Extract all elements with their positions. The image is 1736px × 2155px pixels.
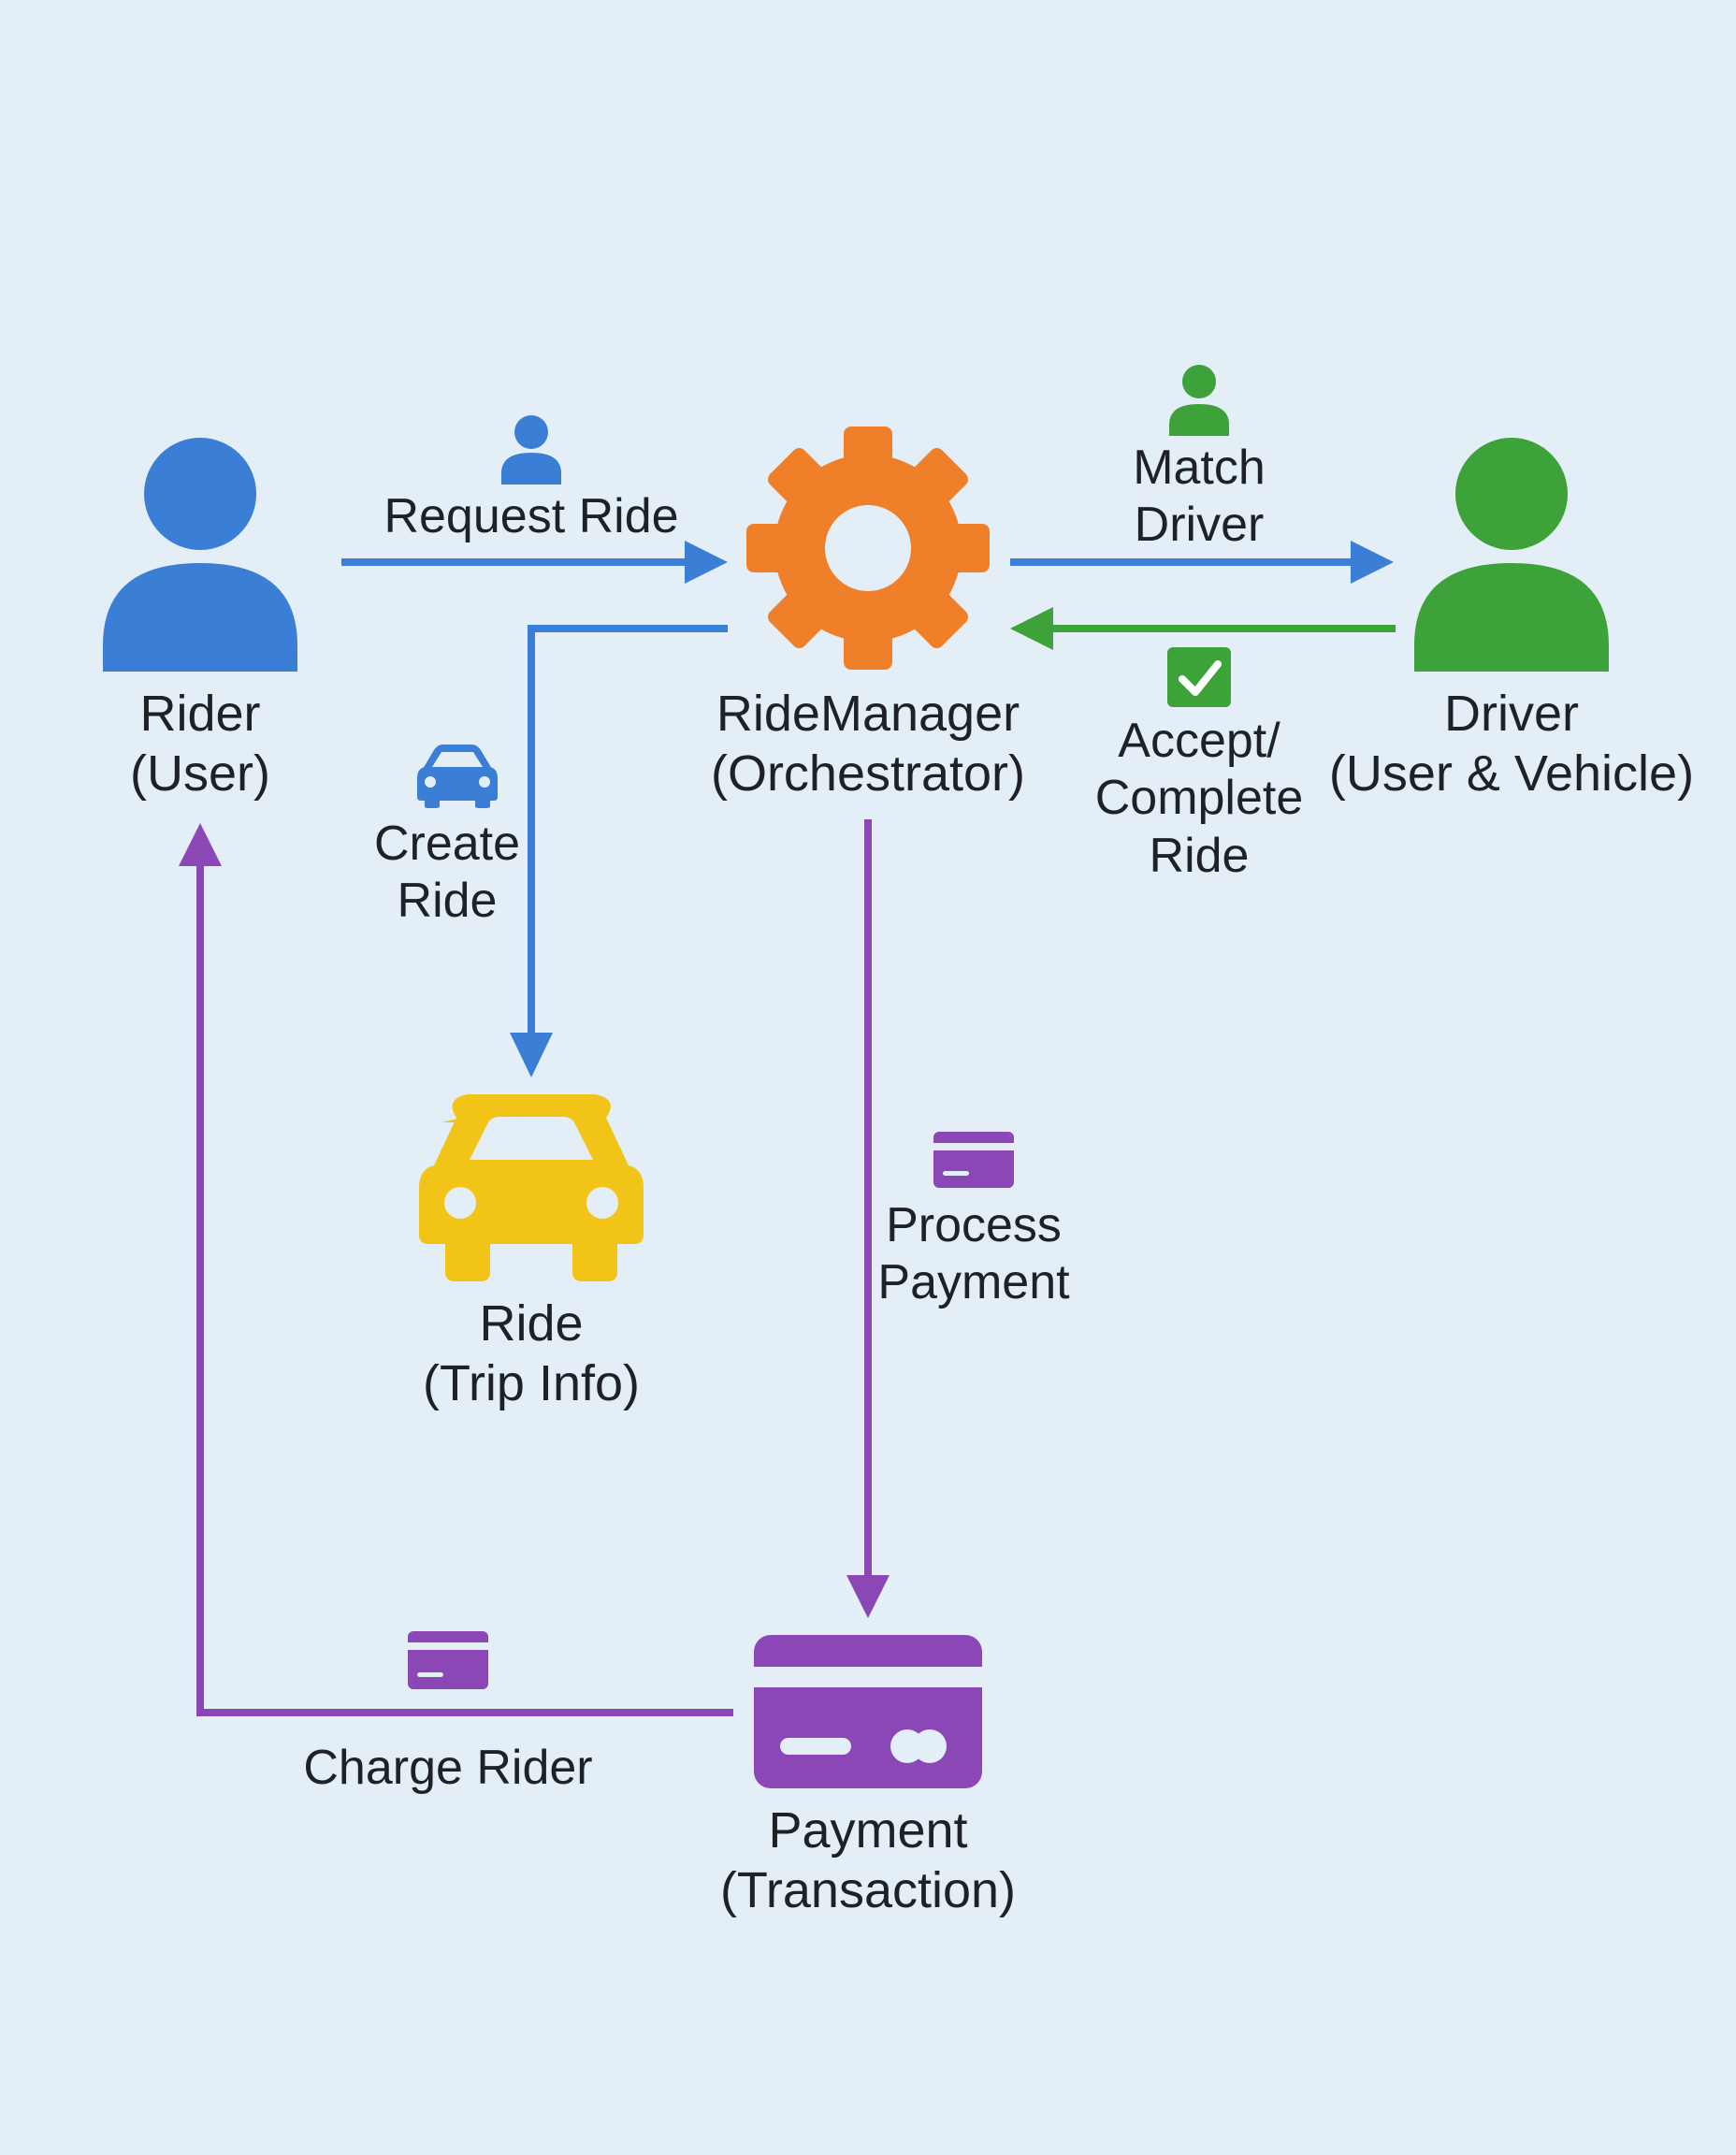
credit-card-icon: [754, 1635, 982, 1788]
edge-process-payment: [846, 819, 890, 1618]
payment-label-line2: (Transaction): [719, 1861, 1017, 1918]
create-ride-label-line1: Create: [373, 817, 521, 871]
edge-create-ride: [510, 625, 728, 1078]
manager-label-line2: (Orchestrator): [710, 745, 1026, 802]
request-ride-label: Request Ride: [383, 488, 678, 545]
request-ride-label-line1: Request Ride: [383, 489, 679, 543]
car-icon: [419, 1094, 644, 1281]
match-driver-label-line1: Match: [1133, 441, 1266, 495]
accept-complete-label: Accept/ Complete Ride: [1095, 713, 1304, 885]
accept-complete-label-line1: Accept/: [1118, 714, 1280, 768]
edge-accept-complete-ride: [1010, 607, 1396, 650]
create-ride-car-icon: [417, 745, 498, 808]
create-ride-label-line2: Ride: [397, 874, 498, 929]
manager-label-line1: RideManager: [716, 686, 1020, 742]
process-payment-label-line1: Process: [886, 1198, 1062, 1252]
rider-label-line2: (User): [130, 745, 270, 802]
manager-label: RideManager (Orchestrator): [711, 685, 1025, 803]
driver-label: Driver (User & Vehicle): [1329, 685, 1694, 803]
charge-rider-label: Charge Rider: [303, 1740, 592, 1797]
request-ride-user-icon: [501, 415, 561, 485]
edge-match-driver: [1010, 541, 1394, 584]
match-driver-label-line2: Driver: [1134, 498, 1265, 553]
process-payment-card-icon: [933, 1132, 1014, 1188]
accept-complete-label-line2: Complete: [1094, 771, 1304, 826]
edge-request-ride: [341, 541, 728, 584]
match-driver-label: Match Driver: [1133, 440, 1266, 555]
ride-label-line1: Ride: [479, 1295, 584, 1352]
create-ride-label: Create Ride: [374, 816, 520, 931]
driver-icon: [1414, 438, 1609, 672]
match-driver-user-icon: [1169, 365, 1229, 436]
checkbox-icon: [1167, 647, 1231, 707]
ride-label: Ride (Trip Info): [423, 1294, 640, 1413]
rider-icon: [103, 438, 297, 672]
driver-label-line1: Driver: [1443, 686, 1579, 742]
process-payment-label-line2: Payment: [877, 1255, 1070, 1310]
payment-label-line1: Payment: [768, 1802, 968, 1859]
payment-label: Payment (Transaction): [720, 1801, 1016, 1920]
rider-label: Rider (User): [130, 685, 270, 803]
ride-label-line2: (Trip Info): [422, 1354, 641, 1411]
rider-label-line1: Rider: [139, 686, 261, 742]
process-payment-label: Process Payment: [877, 1197, 1069, 1312]
charge-rider-label-line1: Charge Rider: [303, 1741, 593, 1795]
charge-rider-card-icon: [408, 1631, 488, 1689]
edge-charge-rider: [179, 823, 733, 1716]
driver-label-line2: (User & Vehicle): [1328, 745, 1695, 802]
accept-complete-label-line3: Ride: [1149, 828, 1250, 883]
gear-icon: [746, 427, 990, 670]
